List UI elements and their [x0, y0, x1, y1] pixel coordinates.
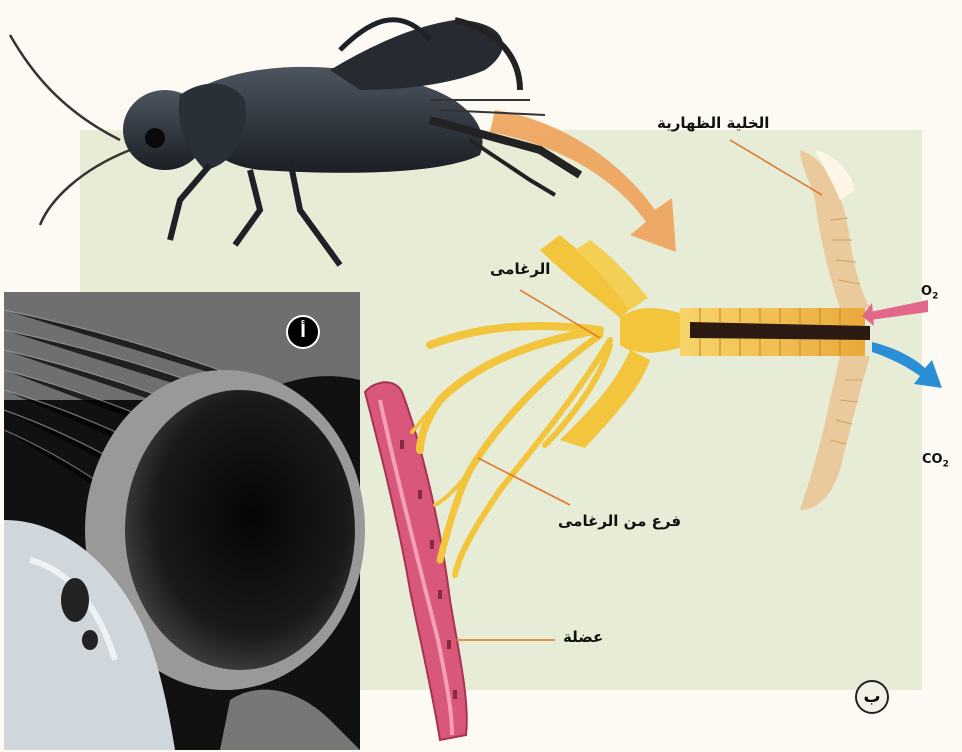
tracheal-branch-label: فرع من الرغامى — [558, 512, 681, 530]
oxygen-label: O2 — [921, 284, 938, 302]
panel-a-badge: أ — [286, 315, 320, 349]
panel-b-badge: ب — [855, 680, 889, 714]
carbon-dioxide-label: CO2 — [922, 452, 949, 470]
trachea-label: الرغامى — [490, 260, 550, 278]
epidermal-cell-label: الخلية الظهارية — [657, 114, 769, 132]
muscle-label: عضلة — [563, 628, 603, 646]
trachea-micrograph — [4, 292, 365, 750]
